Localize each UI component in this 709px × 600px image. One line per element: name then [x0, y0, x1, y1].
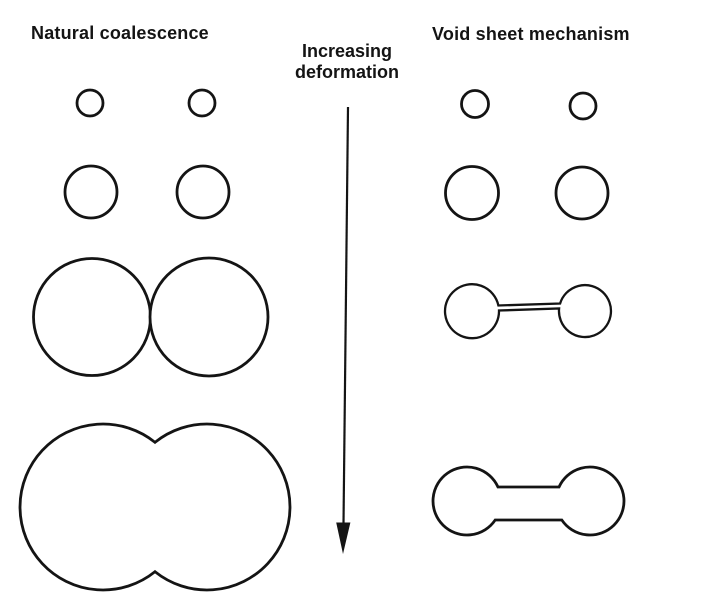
- void-sheet-stage3-thin-sheet-link-icon: [443, 283, 613, 340]
- deformation-label-line1: Increasing: [301, 41, 393, 61]
- small-void-icon: [568, 91, 598, 121]
- large-void-icon: [148, 256, 270, 378]
- downward-arrow: [336, 106, 351, 554]
- left-panel-title: Natural coalescence: [31, 23, 209, 43]
- small-void-icon: [460, 89, 490, 119]
- deformation-label: Increasing deformation: [272, 41, 422, 83]
- void-sheet-stage2-two-growing-voids: [444, 165, 610, 221]
- natural-coalescence-stage4-coalesced-void-icon: [18, 422, 292, 592]
- medium-void-icon: [554, 165, 610, 221]
- natural-coalescence-stage1-two-small-voids: [75, 88, 217, 118]
- void-sheet-stage4-widened-link-icon: [431, 465, 626, 537]
- small-void-icon: [187, 88, 217, 118]
- medium-void-icon: [175, 164, 231, 220]
- small-void-icon: [75, 88, 105, 118]
- natural-coalescence-stage2-two-growing-voids: [63, 164, 231, 220]
- deformation-label-line2: deformation: [294, 62, 399, 82]
- medium-void-icon: [444, 165, 500, 221]
- medium-void-icon: [63, 164, 119, 220]
- natural-coalescence-stage3-voids-impinging: [32, 256, 270, 378]
- arrow-shaft: [342, 106, 350, 525]
- right-panel-title: Void sheet mechanism: [432, 24, 630, 44]
- void-sheet-stage1-two-small-voids: [460, 89, 598, 121]
- arrow-head-icon: [336, 522, 351, 554]
- large-void-icon: [32, 257, 152, 377]
